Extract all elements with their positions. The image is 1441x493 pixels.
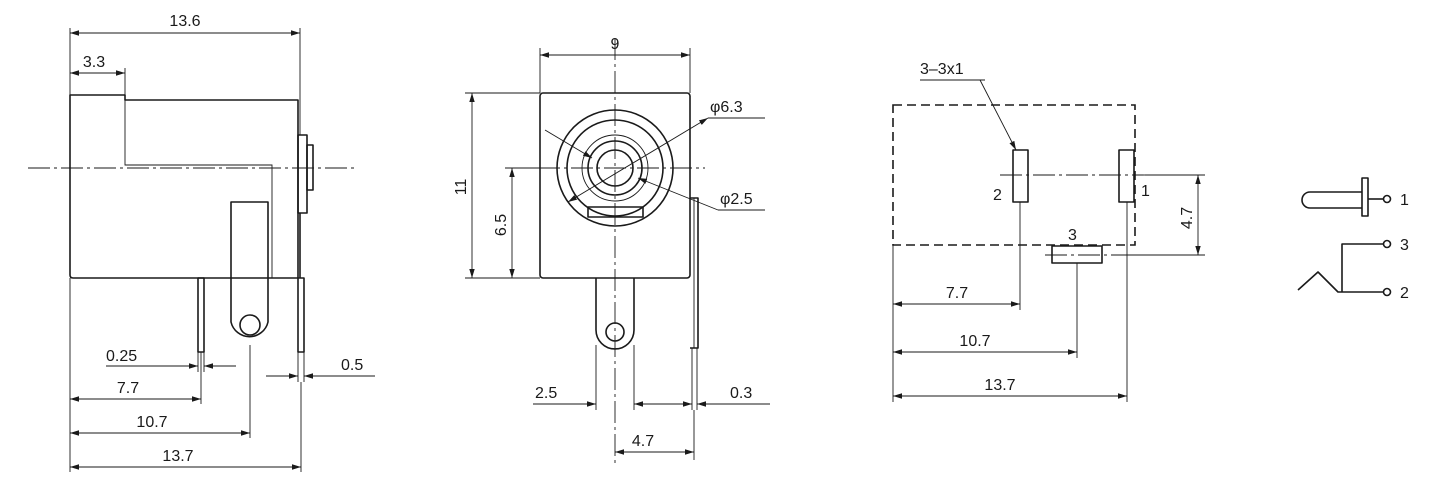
footprint-pin-2-label: 2 [993,187,1002,204]
footprint-slot-note: 3–3x1 [920,61,964,78]
dim-front-pin-diameter: φ2.5 [720,191,753,208]
side-rear-boss [306,144,314,191]
leader-pin-diameter-a [544,129,593,159]
schematic-pin-1-label: 1 [1400,192,1409,209]
dim-footprint-pin1-offset: 13.7 [984,377,1015,394]
schematic-plug [1301,191,1362,209]
dim-side-pin-thickness: 0.25 [106,348,137,365]
dim-side-overall-length: 13.6 [169,13,200,30]
schematic-terminal-3 [1382,239,1392,249]
leader-slot-note [979,79,1017,151]
leader-pin-diameter-b [637,177,719,211]
dim-footprint-pin3-vertical: 4.7 [1179,207,1196,229]
dim-front-pin-spacing: 4.7 [632,433,654,450]
front-view: 9 11 6.5 φ6.3 φ2.5 2.5 0.3 4.7 [453,36,770,465]
footprint-pin-1-label: 1 [1141,183,1150,200]
leader-outer-diameter [567,117,709,203]
schematic-switch-contact [1341,243,1383,292]
dim-side-front-step: 3.3 [83,54,105,71]
schematic-symbol: 1 3 2 [1297,177,1409,302]
schematic-pin-3-label: 3 [1400,237,1409,254]
schematic-terminal-2 [1382,287,1392,297]
side-pin-left [197,277,205,353]
schematic-plug-flange [1361,177,1369,217]
schematic-spring-contact [1297,271,1383,293]
side-pin-right [297,277,305,353]
side-rear-flange [297,134,308,214]
front-bottom-slot [587,206,644,218]
side-ground-tab [230,201,269,338]
schematic-pin-2-label: 2 [1400,285,1409,302]
side-view: 13.6 3.3 0.25 0.5 7.7 10.7 13.7 [28,13,375,472]
dim-front-height: 11 [453,179,470,196]
dim-side-side-pin-thickness: 0.5 [341,357,363,374]
side-body-outline [69,94,299,279]
footprint-slot-3 [1051,245,1103,264]
dim-front-outer-diameter: φ6.3 [710,99,743,116]
front-tab-hole [605,322,625,342]
footprint-slot-1 [1118,149,1135,203]
dim-front-width: 9 [611,36,620,53]
front-ground-tab [595,278,635,350]
footprint-slot-2 [1012,149,1029,203]
dim-side-pin2-offset: 13.7 [162,448,193,465]
side-body-step [124,100,273,278]
footprint-view: 3–3x1 2 1 3 4.7 7.7 10.7 13.7 [892,61,1205,402]
footprint-pin-3-label: 3 [1068,227,1077,244]
dim-front-center-height: 6.5 [493,214,510,236]
side-tab-hole [239,314,261,336]
dim-footprint-pin3-offset: 10.7 [959,333,990,350]
dim-side-pin3-offset: 10.7 [136,414,167,431]
schematic-terminal-1 [1382,194,1392,204]
dim-front-side-pin-thickness: 0.3 [730,385,752,402]
dim-footprint-pin2-offset: 7.7 [946,285,968,302]
dim-front-tab-width: 2.5 [535,385,557,402]
dim-side-pin1-offset: 7.7 [117,380,139,397]
